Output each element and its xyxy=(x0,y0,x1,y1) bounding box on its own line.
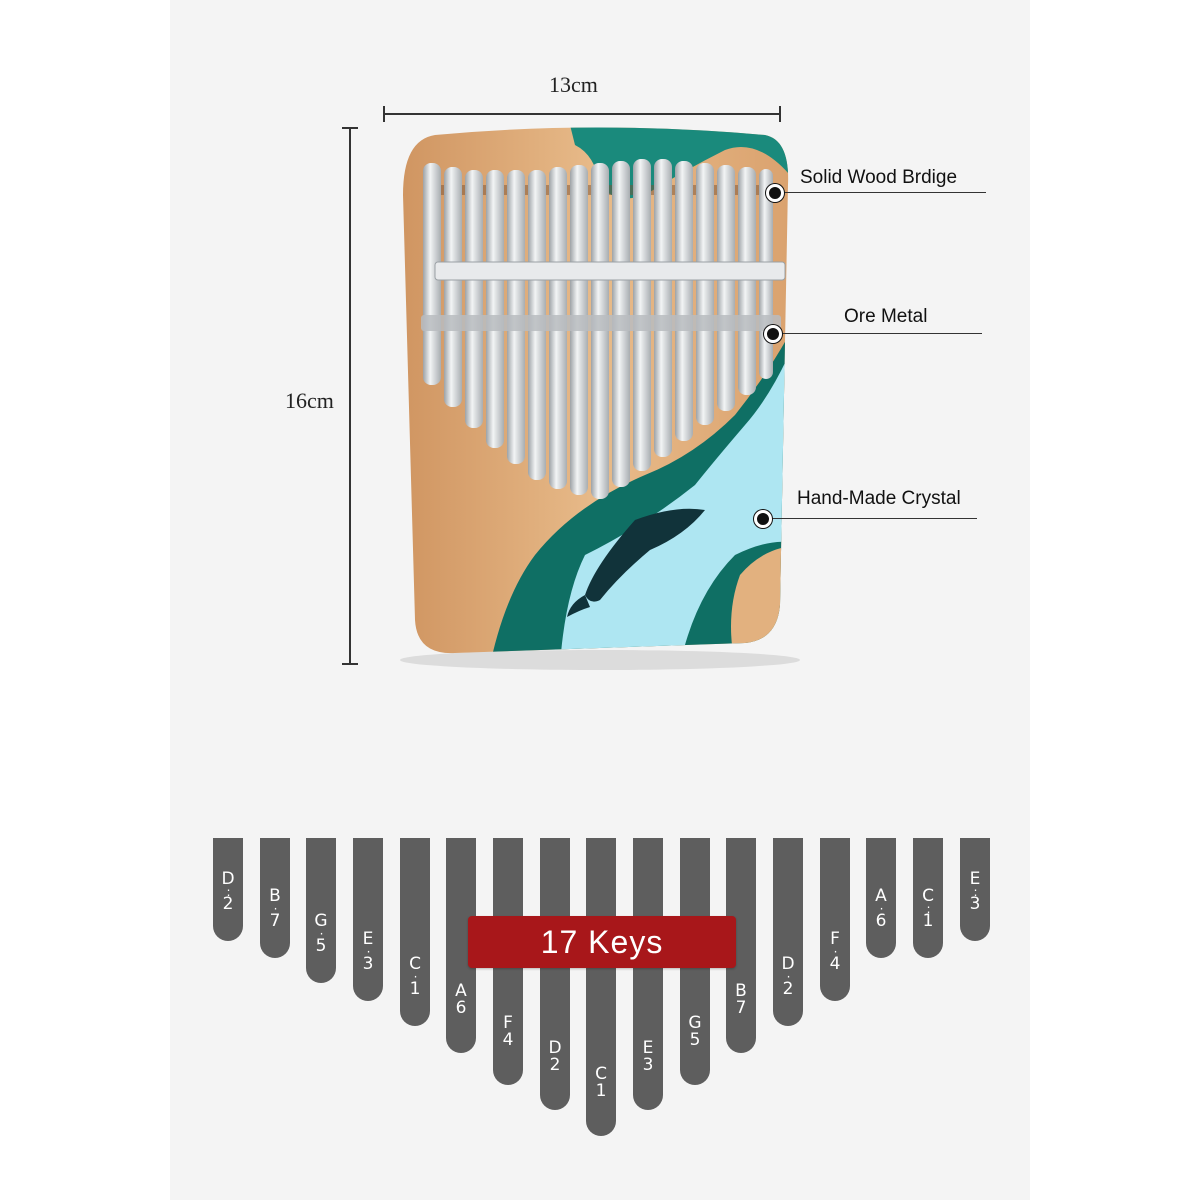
key-tine: A·6 xyxy=(866,838,896,958)
callout-bridge-label: Solid Wood Brdige xyxy=(800,167,958,188)
callout-metal-line xyxy=(775,333,982,334)
key-note: E xyxy=(969,869,981,889)
callout-metal-dot xyxy=(764,325,782,343)
key-number: 2 xyxy=(222,894,234,914)
key-number: 6 xyxy=(875,911,887,931)
lower-bridge xyxy=(421,315,781,331)
key-note: A xyxy=(455,981,467,1001)
key-note: B xyxy=(735,981,747,1001)
callout-crystal-label: Hand-Made Crystal xyxy=(797,488,961,509)
key-dots: : xyxy=(926,902,930,916)
key-number: 7 xyxy=(269,911,281,931)
key-note: F xyxy=(830,929,840,949)
key-dots: · xyxy=(879,902,884,916)
callout-crystal-line xyxy=(770,518,977,519)
key-tine: E:3 xyxy=(960,838,990,941)
key-dots: · xyxy=(319,927,324,941)
key-tine: E·3 xyxy=(353,838,383,1001)
key-note: C xyxy=(595,1064,607,1084)
width-dimension-line xyxy=(383,106,781,122)
key-dots: : xyxy=(973,885,977,899)
key-note: D xyxy=(548,1038,562,1058)
key-note: C xyxy=(922,886,934,906)
key-dots: : xyxy=(226,885,230,899)
key-note: F xyxy=(503,1013,513,1033)
key-note: A xyxy=(875,886,887,906)
key-number: 1 xyxy=(922,911,934,931)
keys-count-badge: 17 Keys xyxy=(468,916,736,968)
key-number: 3 xyxy=(362,954,374,974)
key-number: 7 xyxy=(735,998,747,1018)
key-note: C xyxy=(409,954,421,974)
height-dimension-label: 16cm xyxy=(285,388,334,413)
key-number: 5 xyxy=(689,1030,701,1050)
key-note: B xyxy=(269,886,281,906)
key-number: 2 xyxy=(782,979,794,999)
key-tine: C·1 xyxy=(400,838,430,1026)
key-number: 4 xyxy=(829,954,841,974)
callout-metal-label: Ore Metal xyxy=(844,306,928,327)
metal-bar xyxy=(434,261,786,281)
key-note: E xyxy=(642,1038,654,1058)
key-tine: D:2 xyxy=(213,838,243,941)
key-dots: · xyxy=(833,945,838,959)
key-tine: C:1 xyxy=(913,838,943,958)
key-note: E xyxy=(362,929,374,949)
key-note: G xyxy=(314,911,328,931)
key-dots: · xyxy=(786,970,791,984)
key-tine: B·7 xyxy=(260,838,290,958)
key-number: 1 xyxy=(595,1081,607,1101)
callout-bridge-dot xyxy=(766,184,784,202)
key-note: D xyxy=(781,954,795,974)
key-number: 3 xyxy=(642,1055,654,1075)
key-tine: G·5 xyxy=(306,838,336,983)
key-dots: · xyxy=(366,945,371,959)
key-number: 5 xyxy=(315,936,327,956)
key-tine: F·4 xyxy=(820,838,850,1001)
key-dots: · xyxy=(273,902,278,916)
callout-bridge-line xyxy=(775,192,986,193)
kalimba-image xyxy=(400,127,800,670)
key-note: D xyxy=(221,869,235,889)
height-dimension-line xyxy=(342,127,358,665)
key-dots: · xyxy=(413,970,418,984)
key-number: 4 xyxy=(502,1030,514,1050)
key-number: 3 xyxy=(969,894,981,914)
callout-crystal-dot xyxy=(754,510,772,528)
key-note: G xyxy=(688,1013,702,1033)
key-number: 2 xyxy=(549,1055,561,1075)
key-tine: D·2 xyxy=(773,838,803,1026)
key-number: 1 xyxy=(409,979,421,999)
width-dimension-label: 13cm xyxy=(549,72,598,97)
key-number: 6 xyxy=(455,998,467,1018)
